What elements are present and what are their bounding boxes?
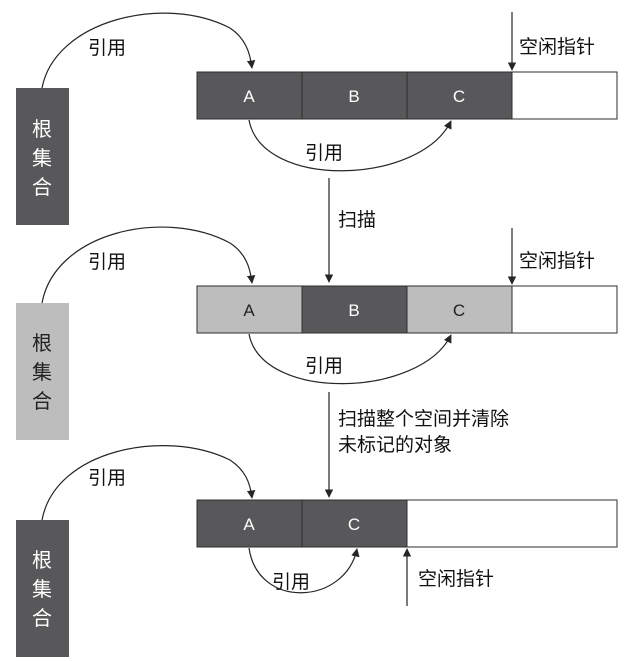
heap-object-a — [196, 71, 303, 120]
root-set-label-char: 根 — [32, 548, 52, 572]
stage-3: 根 集 合 引用 A C 空闲指针 引用 — [16, 445, 618, 657]
heap-object-label: A — [243, 87, 255, 106]
root-reference-label: 引用 — [88, 467, 126, 489]
root-reference-arrow — [41, 226, 256, 304]
root-reference-arrow — [41, 445, 256, 521]
object-reference-label: 引用 — [305, 355, 343, 377]
root-set-label-char: 集 — [32, 360, 52, 384]
free-pointer-label: 空闲指针 — [519, 36, 595, 58]
heap-object-a — [196, 285, 303, 334]
heap-object-label: C — [348, 515, 360, 534]
root-set-label-char: 合 — [32, 389, 52, 413]
stage-2: 根 集 合 引用 A B C 空闲指针 引用 — [16, 226, 618, 440]
heap-object-c — [301, 499, 408, 548]
root-set-label-char: 集 — [32, 146, 52, 170]
heap-object-label: C — [453, 87, 465, 106]
object-reference-arrow — [248, 333, 452, 385]
heap-object-b — [301, 285, 408, 334]
root-set-box — [16, 303, 69, 440]
transition-scan: 扫描 — [324, 178, 376, 283]
root-set-label-char: 根 — [32, 331, 52, 355]
heap-object-c — [406, 71, 513, 120]
heap-object-label: B — [348, 87, 359, 106]
free-pointer-label: 空闲指针 — [418, 568, 494, 590]
root-set-label-char: 根 — [32, 117, 52, 141]
root-reference-label: 引用 — [88, 251, 126, 273]
heap-object-label: B — [348, 301, 359, 320]
root-set-label-char: 合 — [32, 606, 52, 630]
root-set-box — [16, 520, 69, 657]
root-reference-label: 引用 — [88, 37, 126, 59]
root-set-label-char: 合 — [32, 175, 52, 199]
object-reference-arrow — [248, 119, 452, 172]
heap-object-label: A — [243, 515, 255, 534]
free-pointer-label: 空闲指针 — [519, 250, 595, 272]
heap-object-b — [301, 71, 408, 120]
object-reference-label: 引用 — [305, 142, 343, 164]
root-set-label-char: 集 — [32, 577, 52, 601]
stage-1: 根 集 合 引用 A B C 空闲指针 引用 — [16, 12, 618, 225]
object-reference-arrow — [248, 547, 360, 594]
object-reference-label: 引用 — [272, 571, 310, 593]
heap-object-label: C — [453, 301, 465, 320]
heap-object-c — [406, 285, 513, 334]
transition-label-line1: 扫描整个空间并清除 — [338, 408, 509, 430]
root-set-box — [16, 88, 69, 225]
heap-object-label: A — [243, 301, 255, 320]
heap-object-a — [196, 499, 303, 548]
root-reference-arrow — [41, 12, 256, 89]
transition-label: 扫描 — [338, 209, 376, 231]
transition-sweep: 扫描整个空间并清除 未标记的对象 — [324, 392, 509, 498]
transition-label-line2: 未标记的对象 — [338, 434, 452, 456]
